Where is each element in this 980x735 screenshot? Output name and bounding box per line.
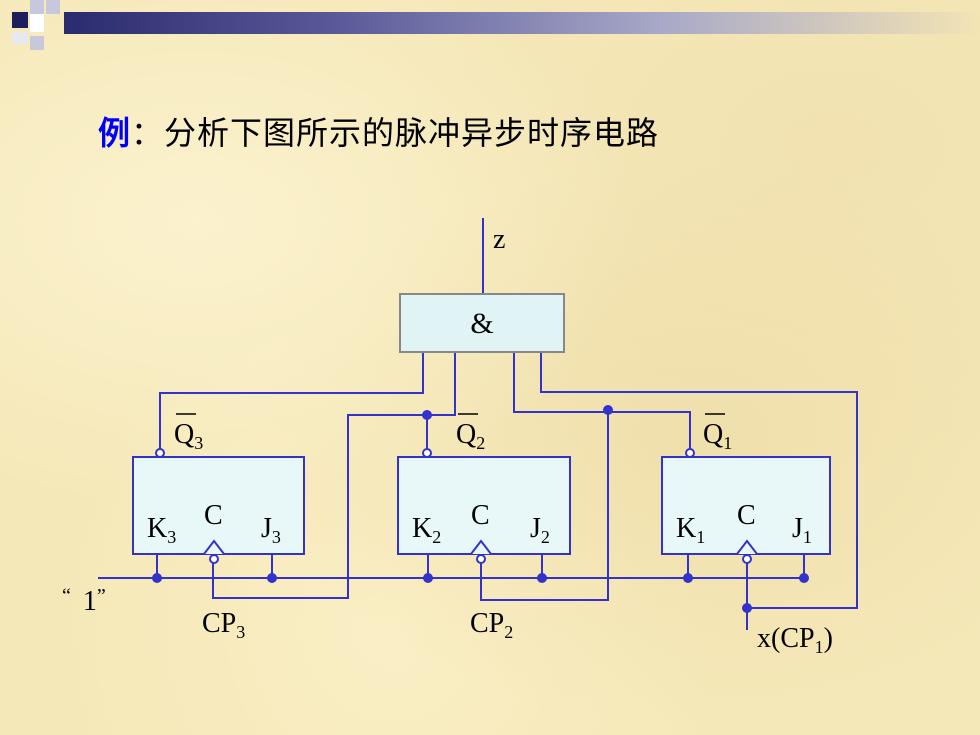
wires (98, 218, 858, 630)
qbar1-bubble (685, 448, 695, 458)
qbar2-bubble (422, 448, 432, 458)
k3-label: K3 (147, 513, 176, 547)
junction-k3 (152, 573, 162, 583)
clock-labels: CP3 CP2 x(CP1) (202, 608, 833, 657)
j1-label: J1 (792, 513, 812, 547)
cp3-label: CP3 (202, 608, 245, 642)
junction-j1 (799, 573, 809, 583)
title-lead: 例 (98, 114, 132, 152)
wire-x (540, 352, 858, 609)
clock-triangle-1 (736, 539, 758, 555)
deco-square (12, 32, 28, 44)
cp2-label: CP2 (470, 608, 513, 642)
page-title: 例：分析下图所示的脉冲异步时序电路 (98, 108, 659, 154)
cp1-bubble (742, 554, 752, 564)
pin-labels: K3 C J3 K2 C J2 K1 C J1 (147, 500, 812, 547)
j2-label: J2 (530, 513, 550, 547)
and-gate-symbol: & (470, 307, 493, 340)
wire-cp2 (480, 410, 609, 601)
qbar1-label: Q1 (703, 419, 732, 453)
clock-triangle-2 (470, 539, 492, 555)
c1-label: C (737, 500, 756, 531)
qbar3-bubble (155, 448, 165, 458)
junction-k2 (423, 573, 433, 583)
flipflop-1 (661, 456, 831, 555)
title-decoration (0, 0, 980, 60)
deco-square (30, 36, 44, 50)
junction-j2 (537, 573, 547, 583)
flipflop-2 (397, 456, 571, 555)
deco-square (30, 0, 44, 14)
title-text: 分析下图所示的脉冲异步时序电路 (164, 114, 660, 152)
cp1-label: x(CP1) (757, 623, 833, 657)
clock-triangles (203, 539, 758, 555)
flipflop-3 (132, 456, 305, 555)
bubbles (155, 448, 752, 564)
junction-qbar1 (603, 405, 613, 415)
c2-label: C (471, 500, 490, 531)
junctions (152, 405, 809, 613)
cp3-bubble (209, 554, 219, 564)
c3-label: C (204, 500, 223, 531)
deco-square (30, 14, 44, 32)
qbar3-label: Q3 (174, 419, 203, 453)
wire-qbar1 (513, 352, 691, 450)
qbar2-label: Q2 (456, 419, 485, 453)
title-separator: ： (131, 114, 165, 152)
title-gradient-bar (64, 12, 980, 34)
cp2-bubble (476, 554, 486, 564)
junction-k1 (683, 573, 693, 583)
k1-label: K1 (676, 513, 705, 547)
deco-square (46, 0, 60, 14)
and-gate (399, 293, 565, 353)
junction-qbar2 (422, 410, 432, 420)
junction-j3 (267, 573, 277, 583)
j3-label: J3 (261, 513, 281, 547)
output-label: z (493, 224, 505, 255)
wire-cp3 (212, 352, 456, 599)
clock-triangle-3 (203, 539, 225, 555)
deco-square (12, 12, 28, 28)
wire-qbar3 (159, 352, 424, 450)
constant-one-label: “1” (62, 585, 106, 617)
flipflop-blocks (132, 456, 831, 555)
qbar-labels: Q3 Q2 Q1 (174, 413, 732, 453)
junction-x (742, 603, 752, 613)
k2-label: K2 (412, 513, 441, 547)
